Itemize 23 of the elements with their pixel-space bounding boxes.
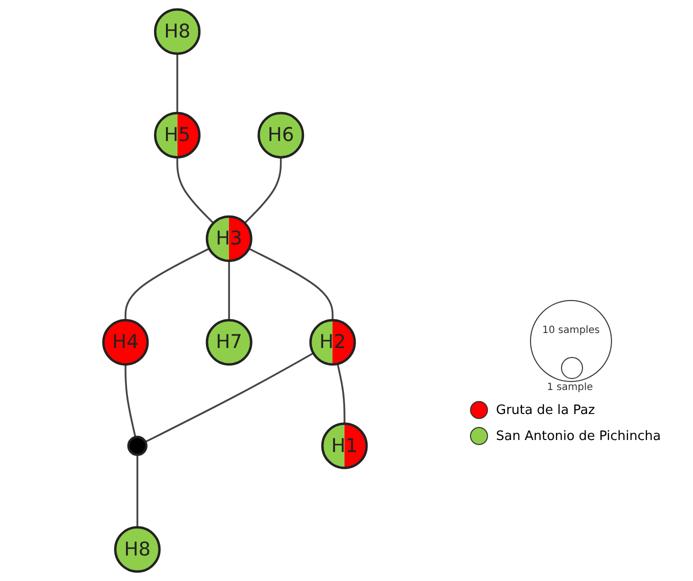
connector xyxy=(228,260,230,320)
connector xyxy=(336,364,346,424)
legend-label: San Antonio de Pichincha xyxy=(496,428,661,444)
connector xyxy=(244,157,282,224)
legend-label: Gruta de la Paz xyxy=(496,402,595,418)
node-circle xyxy=(127,436,148,456)
node-circle: H8 xyxy=(154,8,201,55)
connector xyxy=(124,248,210,320)
node-circle: H2 xyxy=(309,319,356,366)
connector xyxy=(176,54,178,114)
connector xyxy=(248,248,334,320)
node-circle: H4 xyxy=(102,319,149,366)
connector xyxy=(136,454,138,528)
connector xyxy=(144,352,314,443)
node-circle: H6 xyxy=(258,112,304,158)
scale-label: 1 sample xyxy=(546,382,594,393)
node-circle: H7 xyxy=(206,319,252,366)
node-circle: H5 xyxy=(154,112,201,158)
node-circle: H1 xyxy=(321,422,368,470)
node-circle: H8 xyxy=(114,526,161,573)
scale-label: 10 samples xyxy=(541,325,601,336)
connector xyxy=(124,364,136,438)
connector xyxy=(176,157,214,224)
